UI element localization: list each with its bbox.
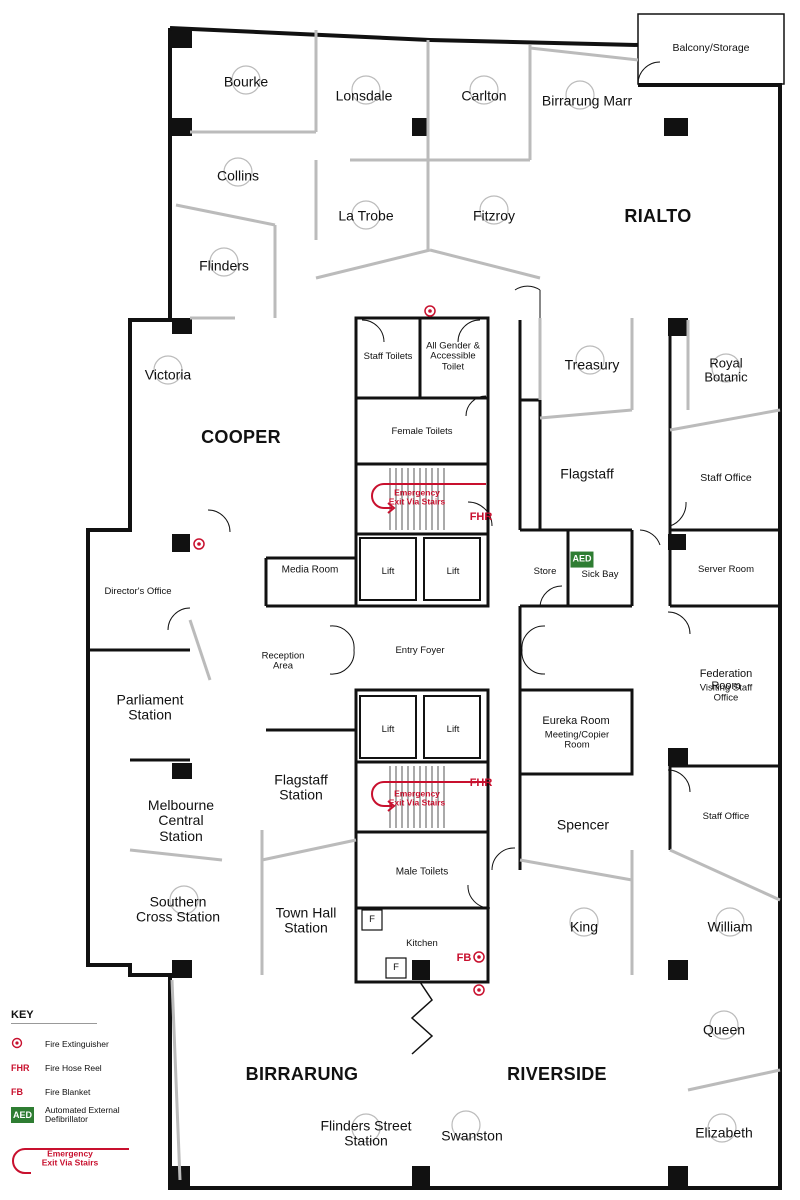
zone-riverside: RIVERSIDE — [507, 1064, 607, 1085]
room-eureka-room: Eureka Room — [542, 714, 610, 727]
room-royal-botanic: Royal Botanic — [704, 355, 748, 385]
room-birrarung-marr: Birrarung Marr — [541, 92, 633, 109]
door-swings — [167, 61, 691, 909]
room-flagstaff: Flagstaff — [560, 465, 614, 482]
room-lift-3: Lift — [381, 723, 395, 735]
room-victoria: Victoria — [144, 366, 192, 383]
key-title: KEY — [11, 1009, 34, 1021]
fire-hose-reel-2: FHR — [469, 776, 493, 789]
fire-hose-reel-1: FHR — [469, 510, 493, 523]
room-staff-office-1: Staff Office — [700, 472, 752, 485]
room-la-trobe: La Trobe — [338, 207, 394, 224]
room-media-room: Media Room — [281, 564, 339, 576]
room-male-toilets: Male Toilets — [395, 866, 449, 878]
fire-blanket: FB — [456, 951, 472, 964]
exit-label-1: Emergency Exit Via Stairs — [388, 487, 446, 507]
table-icons — [153, 65, 745, 1143]
room-directors-office: Director's Office — [104, 585, 172, 597]
room-southern-cross-station: Southern Cross Station — [135, 893, 221, 925]
key-label-exit: Emergency Exit Via Stairs — [41, 1148, 99, 1168]
room-spencer: Spencer — [556, 816, 610, 833]
exit-arrow-icon — [12, 1148, 129, 1174]
room-carlton: Carlton — [461, 87, 507, 104]
columns — [172, 30, 688, 1186]
room-server-room: Server Room — [698, 563, 754, 575]
key-symbol: FHR — [11, 1063, 30, 1073]
room-flagstaff-station: Flagstaff Station — [274, 771, 328, 803]
room-flinders: Flinders — [199, 257, 249, 274]
key-item-fire-blanket: FB Fire Blanket — [11, 1087, 90, 1097]
room-staff-office-2: Staff Office — [702, 810, 750, 822]
room-federation-room: Federation Room — [699, 667, 753, 692]
zigzag-break — [410, 981, 434, 1055]
fridge-label-1: F — [369, 913, 375, 925]
room-melbourne-central-station: Melbourne Central Station — [147, 796, 215, 844]
room-entry-foyer: Entry Foyer — [395, 644, 445, 656]
room-sick-bay: Sick Bay — [581, 568, 619, 580]
room-reception-area: Reception Area — [261, 650, 305, 672]
fridge-label-2: F — [393, 961, 399, 973]
room-bourke: Bourke — [223, 73, 269, 90]
key-item-aed: AED Automated External Defibrillator — [11, 1105, 120, 1125]
fire-extinguisher-icon — [11, 1037, 45, 1051]
key-label: Fire Extinguisher — [45, 1039, 109, 1049]
room-treasury: Treasury — [564, 356, 620, 373]
room-elizabeth: Elizabeth — [695, 1124, 753, 1141]
fire-extinguisher-icons — [193, 305, 485, 996]
room-town-hall-station: Town Hall Station — [275, 904, 337, 936]
exit-arrows — [371, 483, 486, 812]
room-king: King — [569, 918, 599, 935]
exit-label-2: Emergency Exit Via Stairs — [388, 788, 446, 808]
kitchen-fixtures — [361, 909, 407, 979]
partitions — [129, 30, 781, 1181]
key-item-fire-extinguisher: Fire Extinguisher — [11, 1037, 109, 1051]
room-lift-1: Lift — [381, 565, 395, 577]
room-william: William — [707, 918, 753, 935]
zone-cooper: COOPER — [201, 427, 281, 448]
stairs — [389, 468, 445, 828]
room-queen: Queen — [702, 1021, 746, 1038]
key-item-emergency-exit — [11, 1145, 131, 1177]
zone-rialto: RIALTO — [624, 206, 692, 227]
key-label: Automated External Defibrillator — [45, 1105, 120, 1125]
key-label: Fire Blanket — [45, 1087, 91, 1097]
room-staff-toilets: Staff Toilets — [363, 350, 413, 362]
core-walls — [88, 316, 780, 984]
room-balcony-storage: Balcony/Storage — [672, 42, 750, 55]
key-item-fire-hose-reel: FHR Fire Hose Reel — [11, 1063, 102, 1073]
key-label: Fire Hose Reel — [45, 1063, 102, 1073]
room-lonsdale: Lonsdale — [335, 87, 393, 104]
room-lift-2: Lift — [446, 565, 460, 577]
room-kitchen: Kitchen — [406, 937, 438, 949]
room-swanston: Swanston — [441, 1127, 503, 1144]
room-female-toilets: Female Toilets — [391, 425, 453, 437]
room-all-gender-toilet: All Gender & Accessible Toilet — [426, 340, 480, 373]
room-meeting-copier: Meeting/Copier Room — [544, 729, 610, 751]
room-parliament-station: Parliament Station — [116, 691, 184, 723]
room-flinders-street-station: Flinders Street Station — [320, 1117, 412, 1149]
outer-walls — [86, 13, 785, 1190]
room-visiting-staff-office: Visiting Staff Office — [699, 682, 753, 704]
aed-badge: AED — [570, 549, 594, 568]
room-collins: Collins — [216, 167, 260, 184]
key-symbol: AED — [11, 1107, 45, 1124]
room-lift-4: Lift — [446, 723, 460, 735]
key-divider — [11, 1023, 97, 1024]
zone-birrarung: BIRRARUNG — [245, 1064, 359, 1085]
room-fitzroy: Fitzroy — [473, 207, 515, 224]
key-symbol: FB — [11, 1087, 23, 1097]
room-store: Store — [533, 565, 557, 577]
